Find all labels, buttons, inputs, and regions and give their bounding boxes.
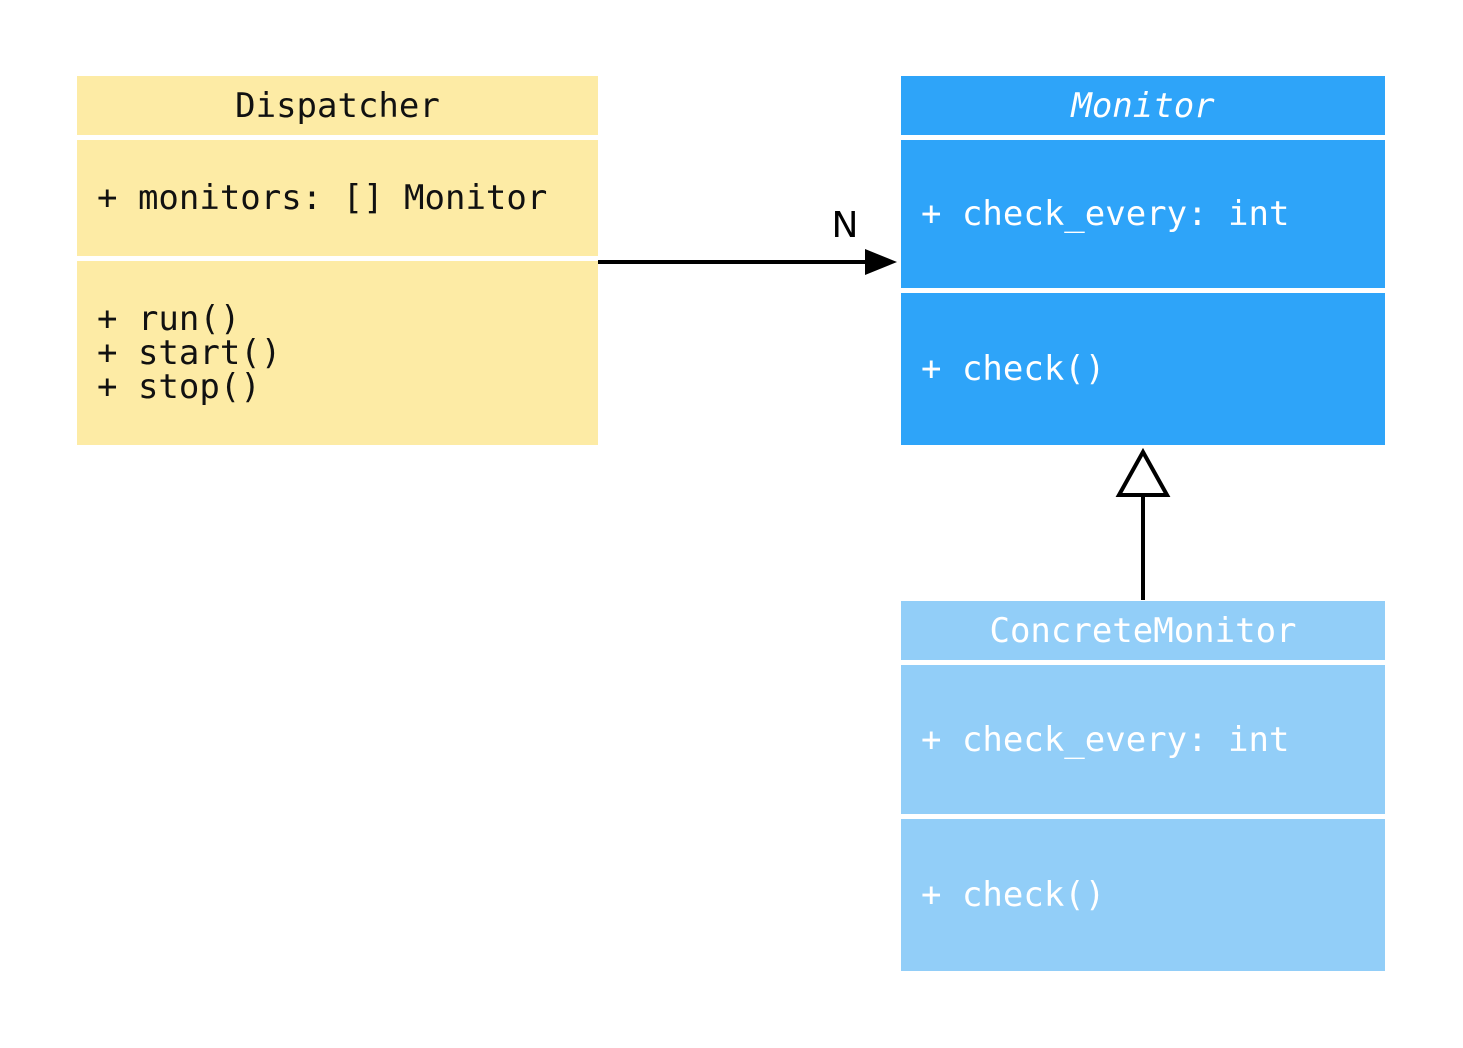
class-title-dispatcher: Dispatcher [77, 76, 598, 135]
class-box-concrete-monitor: ConcreteMonitor + check_every: int + che… [901, 601, 1385, 971]
class-attributes-concrete-monitor: + check_every: int [901, 665, 1385, 814]
class-title-concrete-monitor: ConcreteMonitor [901, 601, 1385, 660]
class-methods-dispatcher: + run() + start() + stop() [77, 261, 598, 445]
attribute-monitors: + monitors: [] Monitor [97, 178, 548, 218]
method-stop: + stop() [97, 367, 261, 407]
class-attributes-dispatcher: + monitors: [] Monitor [77, 140, 598, 256]
method-run: + run() [97, 299, 241, 339]
method-start: + start() [97, 333, 282, 373]
association-multiplicity-label: N [831, 205, 859, 246]
method-check: + check() [921, 875, 1106, 915]
association-arrowhead-icon [865, 249, 897, 275]
attribute-check-every: + check_every: int [921, 194, 1290, 234]
class-title-monitor: Monitor [901, 76, 1385, 135]
attribute-check-every: + check_every: int [921, 719, 1290, 760]
inheritance-triangle-icon [1115, 447, 1171, 497]
class-attributes-monitor: + check_every: int [901, 140, 1385, 288]
method-check: + check() [921, 349, 1106, 389]
class-box-dispatcher: Dispatcher + monitors: [] Monitor + run(… [77, 76, 598, 445]
class-methods-monitor: + check() [901, 293, 1385, 445]
class-box-monitor: Monitor + check_every: int + check() [901, 76, 1385, 445]
class-methods-concrete-monitor: + check() [901, 819, 1385, 971]
